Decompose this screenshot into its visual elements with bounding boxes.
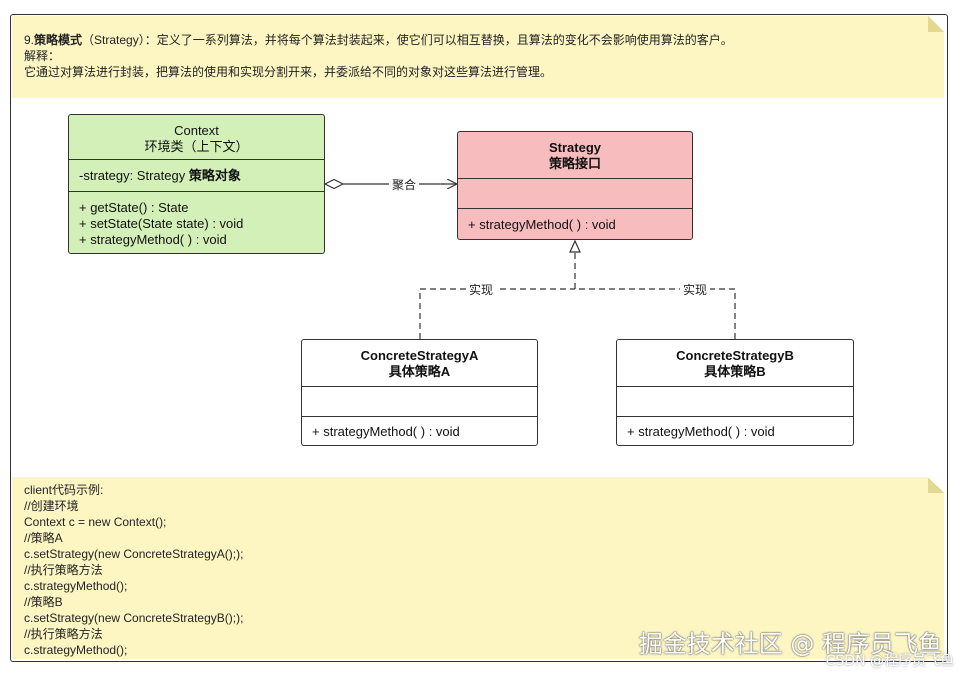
code-line: //策略B (24, 595, 63, 609)
realization-triangle (569, 239, 581, 253)
realization-label-a: 实现 (466, 283, 497, 297)
strategy-method: + strategyMethod( ) : void (468, 217, 616, 232)
client-code-note: client代码示例: //创建环境 Context c = new Conte… (12, 477, 944, 659)
concrete-a-method: + strategyMethod( ) : void (312, 424, 460, 439)
context-methods: + getState() : State + setState(State st… (69, 192, 324, 248)
concrete-strategy-b: ConcreteStrategyB 具体策略B + strategyMethod… (616, 339, 854, 446)
code-line: c.strategyMethod(); (24, 579, 128, 593)
strategy-subtitle: 策略接口 (548, 156, 601, 171)
code-line: //执行策略方法 (24, 563, 103, 577)
strategy-name: Strategy (548, 140, 602, 155)
context-method: + getState() : State (79, 200, 189, 215)
watermark: 掘金技术社区 @ 程序员飞鱼 (638, 630, 942, 658)
concrete-b-methods: + strategyMethod( ) : void (617, 417, 853, 440)
code-line: c.strategyMethod(); (24, 643, 128, 657)
realization-label-b: 实现 (680, 283, 711, 297)
strategy-header: Strategy 策略接口 (458, 132, 692, 179)
definition-number: 9. (24, 33, 35, 47)
context-class-subtitle: 环境类（上下文） (144, 139, 249, 154)
concrete-b-method: + strategyMethod( ) : void (627, 424, 775, 439)
aggregation-label: 聚合 (389, 178, 420, 192)
explanation-heading: 解释： (24, 49, 61, 63)
context-attribute-note: 策略对象 (188, 168, 241, 183)
concrete-a-attributes (302, 387, 537, 417)
code-line: c.setStrategy(new ConcreteStrategyB();); (24, 611, 244, 625)
explanation-text: 它通过对算法进行封装，把算法的使用和实现分割开来，并委派给不同的对象对这些算法进… (24, 65, 553, 79)
context-class-header: Context 环境类（上下文） (69, 115, 324, 160)
strategy-interface: Strategy 策略接口 + strategyMethod( ) : void (457, 131, 693, 240)
context-method: + setState(State state) : void (79, 216, 244, 231)
code-line: //创建环境 (24, 499, 79, 513)
realization-line-a (419, 288, 575, 339)
concrete-b-header: ConcreteStrategyB 具体策略B (617, 340, 853, 387)
realization-line-b (575, 288, 736, 339)
strategy-attributes (458, 179, 692, 209)
concrete-a-header: ConcreteStrategyA 具体策略A (302, 340, 537, 387)
concrete-a-subtitle: 具体策略A (388, 364, 451, 379)
code-line: c.setStrategy(new ConcreteStrategyA();); (24, 547, 244, 561)
aggregation-diamond (323, 178, 345, 190)
concrete-b-name: ConcreteStrategyB (676, 348, 794, 363)
code-line: Context c = new Context(); (24, 515, 167, 529)
concrete-a-name: ConcreteStrategyA (360, 348, 479, 363)
watermark-sub: CSDN @程序员飞鱼 (825, 653, 954, 669)
concrete-strategy-a: ConcreteStrategyA 具体策略A + strategyMethod… (301, 339, 538, 446)
code-line: client代码示例: (24, 483, 104, 497)
definition-title: 策略模式 (34, 33, 83, 47)
context-method: + strategyMethod( ) : void (79, 232, 227, 247)
code-line: //策略A (24, 531, 63, 545)
context-attributes: -strategy: Strategy 策略对象 (69, 160, 324, 192)
strategy-methods: + strategyMethod( ) : void (458, 209, 692, 233)
concrete-b-subtitle: 具体策略B (704, 364, 766, 379)
definition-note: 9.策略模式（Strategy）：定义了一系列算法，并将每个算法封装起来，使它们… (12, 16, 944, 98)
definition-line: 9.策略模式（Strategy）：定义了一系列算法，并将每个算法封装起来，使它们… (24, 32, 932, 48)
concrete-a-methods: + strategyMethod( ) : void (302, 417, 537, 440)
context-class: Context 环境类（上下文） -strategy: Strategy 策略对… (68, 114, 325, 254)
code-line: //执行策略方法 (24, 627, 103, 641)
definition-text: （Strategy）：定义了一系列算法，并将每个算法封装起来，使它们可以相互替换… (82, 33, 733, 47)
note-fold-corner (928, 16, 944, 32)
note-fold-corner (928, 477, 944, 493)
concrete-b-attributes (617, 387, 853, 417)
context-class-name: Context (174, 123, 219, 138)
context-attribute: -strategy: Strategy (79, 168, 189, 183)
